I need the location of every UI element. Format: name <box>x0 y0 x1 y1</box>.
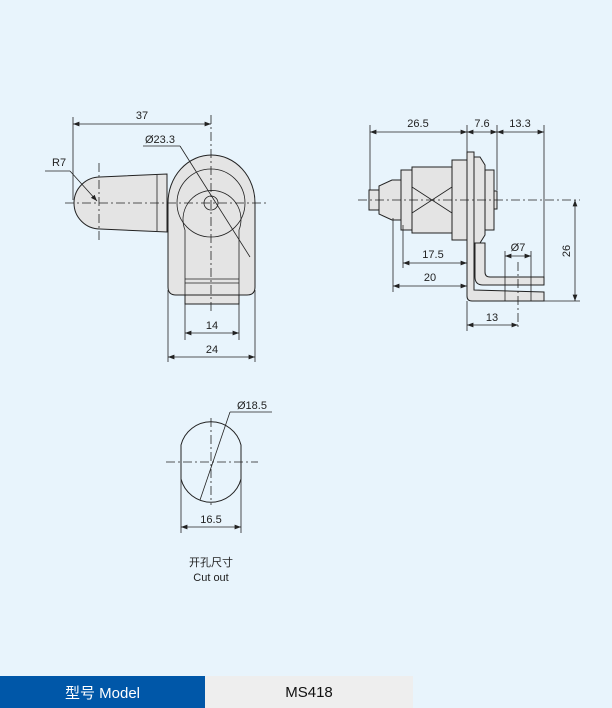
dim-r7: R7 <box>52 157 66 169</box>
dim-d18-5: Ø18.5 <box>237 400 267 412</box>
dim-20: 20 <box>424 272 436 284</box>
dim-26-5: 26.5 <box>407 118 428 130</box>
dim-d7: Ø7 <box>511 242 526 254</box>
cutout-view: Ø18.5 16.5 开孔尺寸 Cut out <box>166 400 272 584</box>
dim-24: 24 <box>206 344 218 356</box>
dim-17-5: 17.5 <box>422 249 443 261</box>
dim-16-5: 16.5 <box>200 514 221 526</box>
cutout-title-cn: 开孔尺寸 <box>189 555 233 569</box>
cam-bracket <box>474 242 545 286</box>
model-label: 型号 Model <box>0 676 205 708</box>
cutout-title-en: Cut out <box>193 572 228 584</box>
dim-13: 13 <box>486 312 498 324</box>
dim-13-3: 13.3 <box>509 118 530 130</box>
dim-d23-3: Ø23.3 <box>145 134 175 146</box>
model-value: MS418 <box>205 676 413 708</box>
mounting-bracket <box>466 151 545 302</box>
dim-26: 26 <box>561 245 573 257</box>
dim-37: 37 <box>136 110 148 122</box>
model-bar: 型号 Model MS418 <box>0 676 413 708</box>
side-view: 26.5 7.6 13.3 17.5 20 Ø7 13 26 <box>358 118 580 331</box>
lock-body <box>167 154 256 296</box>
bottom-tab <box>184 294 240 305</box>
dim-14: 14 <box>206 320 218 332</box>
front-view: 37 R7 Ø23.3 14 24 <box>45 110 268 362</box>
dim-7-6: 7.6 <box>474 118 489 130</box>
